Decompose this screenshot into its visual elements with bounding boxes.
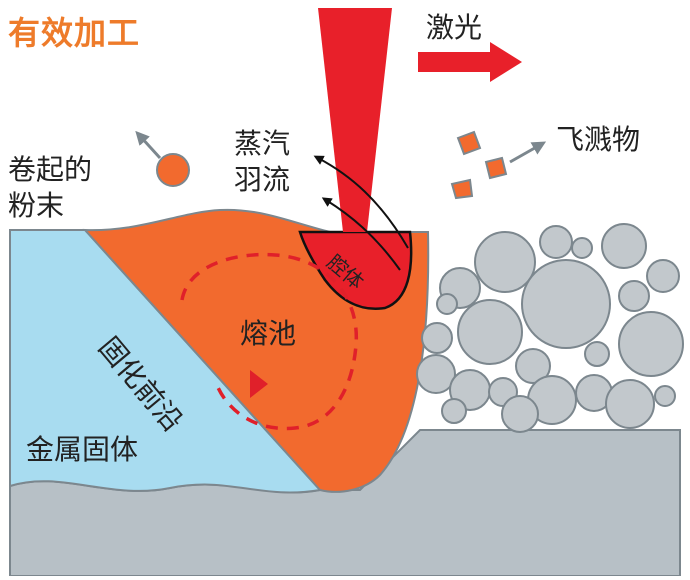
powder-particle xyxy=(571,237,593,259)
powder-particle xyxy=(436,293,458,315)
rolled-powder-particle xyxy=(156,153,190,187)
vapor-plume-label-line1: 蒸汽 xyxy=(234,127,291,160)
powder-particle xyxy=(416,354,456,394)
powder-particle xyxy=(618,311,684,377)
vapor-arrow-inner xyxy=(321,197,401,271)
powder-particle xyxy=(457,299,523,365)
powder-bed xyxy=(416,223,684,433)
powder-particle xyxy=(441,398,467,424)
rolled-powder-arrow xyxy=(135,130,162,160)
vapor-plume-label-line2: 羽流 xyxy=(234,163,291,196)
spatter-particle xyxy=(484,156,508,180)
powder-particle xyxy=(605,379,655,429)
rolled-powder-label-line2: 粉末 xyxy=(8,189,65,222)
diagram-title: 有效加工 xyxy=(8,14,141,52)
powder-particle xyxy=(521,259,611,349)
rolled-powder-label-line1: 卷起的 xyxy=(8,153,93,186)
powder-particle xyxy=(584,341,610,367)
melt-pool-flow xyxy=(180,252,358,431)
powder-particle xyxy=(474,231,536,293)
cavity-region xyxy=(298,230,413,311)
spatter-label: 飞溅物 xyxy=(556,123,641,156)
powder-particle xyxy=(654,385,676,407)
laser-beam xyxy=(318,8,392,232)
melt-pool-label: 熔池 xyxy=(240,317,297,350)
spatter-arrow xyxy=(509,141,547,164)
vapor-arrow-outer xyxy=(313,155,409,249)
powder-particle xyxy=(501,395,539,433)
laser-label: 激光 xyxy=(426,11,483,44)
spatter-particle xyxy=(456,130,482,156)
powder-particle xyxy=(601,223,647,269)
powder-particle xyxy=(421,322,453,354)
solid-metal-region xyxy=(9,229,322,494)
spatter-particle xyxy=(450,178,474,200)
metal-solid-label: 金属固体 xyxy=(26,433,139,466)
flow-direction-arrow xyxy=(250,370,268,398)
powder-particle xyxy=(515,348,551,384)
powder-particle xyxy=(646,259,680,293)
powder-particle xyxy=(618,280,650,312)
powder-particle xyxy=(539,225,573,259)
laser-direction-arrow xyxy=(418,42,522,82)
